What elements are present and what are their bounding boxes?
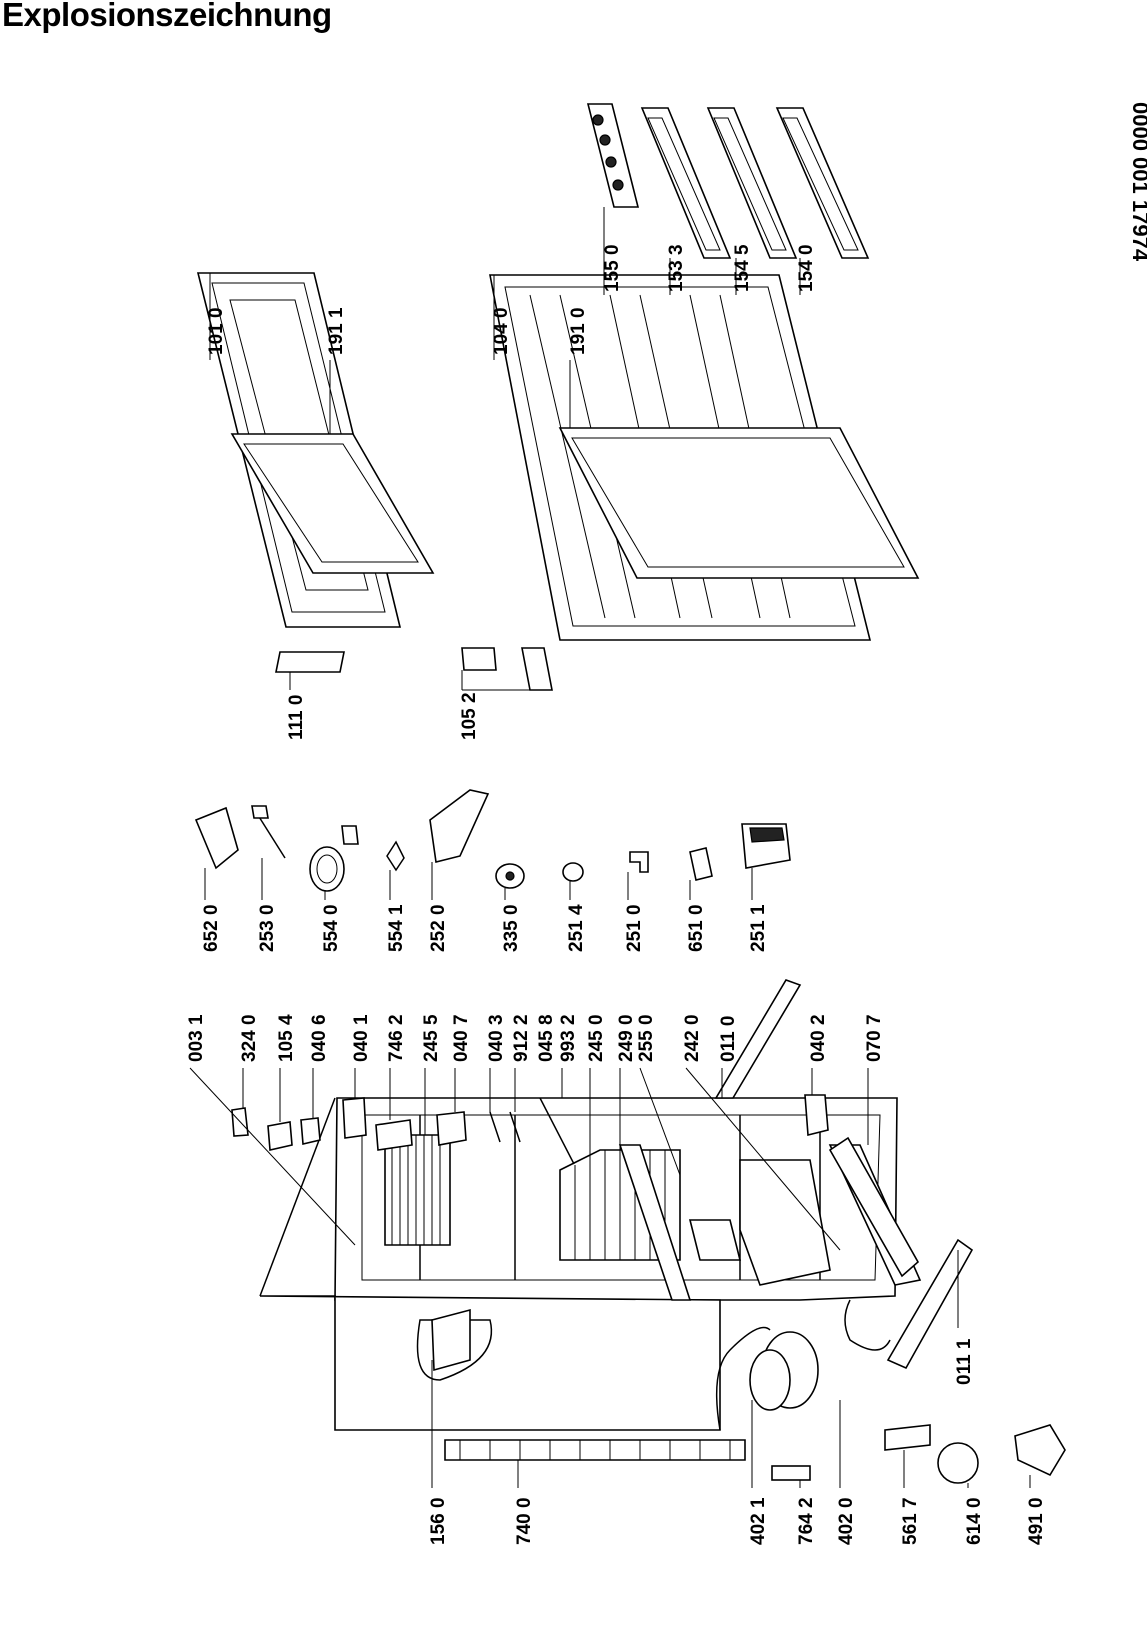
fridge-door-assembly — [489, 274, 920, 641]
part-label-1540: 154 0 — [796, 244, 817, 292]
part-label-7462: 746 2 — [386, 1014, 407, 1062]
part-label-5617: 561 7 — [900, 1497, 921, 1545]
cabinet-side-parts — [231, 979, 1066, 1484]
part-label-5541: 554 1 — [386, 904, 407, 952]
part-label-1054: 105 4 — [276, 1014, 297, 1062]
part-labels: 101 0 191 1 104 0 191 0 155 0 153 3 154 5 154 0… — [186, 244, 1047, 1545]
part-label-2455: 245 5 — [421, 1014, 442, 1062]
small-parts — [194, 789, 791, 892]
part-label-6520: 652 0 — [201, 904, 222, 952]
part-label-1040: 104 0 — [491, 307, 512, 355]
part-label-1533: 153 3 — [666, 244, 687, 292]
part-label-6510: 651 0 — [686, 904, 707, 952]
part-label-1910: 191 0 — [568, 307, 589, 355]
part-label-2511: 251 1 — [748, 904, 769, 952]
part-label-2514: 251 4 — [566, 904, 587, 952]
part-label-2490: 249 0 — [616, 1014, 637, 1062]
part-label-7642: 764 2 — [796, 1497, 817, 1545]
part-label-0458: 045 8 — [536, 1014, 557, 1062]
part-label-1550: 155 0 — [602, 244, 623, 292]
part-label-4910: 491 0 — [1026, 1497, 1047, 1545]
part-label-4021: 402 1 — [748, 1497, 769, 1545]
evaporator-hatching — [391, 1135, 441, 1245]
part-label-1911: 191 1 — [326, 307, 347, 355]
part-label-0403: 040 3 — [486, 1014, 507, 1062]
part-label-0031: 003 1 — [186, 1014, 207, 1062]
part-label-4020: 402 0 — [836, 1497, 857, 1545]
part-label-2420: 242 0 — [682, 1014, 703, 1062]
hinge-parts-top — [275, 647, 553, 691]
freezer-door-assembly — [196, 272, 435, 628]
door-shelves — [586, 103, 870, 259]
page-title: Explosionszeichnung — [2, 0, 332, 33]
part-label-2510: 251 0 — [624, 904, 645, 952]
part-label-2530: 253 0 — [257, 904, 278, 952]
part-label-1560: 156 0 — [428, 1497, 449, 1545]
part-label-3350: 335 0 — [501, 904, 522, 952]
part-label-0110: 011 0 — [718, 1016, 739, 1063]
part-label-0707: 070 7 — [864, 1014, 885, 1062]
part-label-2450: 245 0 — [586, 1014, 607, 1062]
part-label-1545: 154 5 — [732, 244, 753, 292]
part-label-0401: 040 1 — [351, 1014, 372, 1062]
part-label-3240: 324 0 — [239, 1014, 260, 1062]
part-label-2520: 252 0 — [428, 904, 449, 952]
part-label-0406: 040 6 — [309, 1014, 330, 1062]
part-label-7400: 740 0 — [514, 1497, 535, 1545]
part-label-6140: 614 0 — [964, 1497, 985, 1545]
part-label-0402: 040 2 — [808, 1014, 829, 1062]
part-label-2550: 255 0 — [636, 1014, 657, 1062]
refrigerator-cabinet — [259, 1097, 922, 1431]
part-label-9932: 993 2 — [558, 1014, 579, 1062]
leader-lines — [189, 207, 1031, 1488]
part-label-0407: 040 7 — [451, 1014, 472, 1062]
part-label-1110: 111 0 — [286, 695, 307, 740]
part-label-5540: 554 0 — [321, 904, 342, 952]
part-label-9122: 912 2 — [511, 1014, 532, 1062]
part-label-1010: 101 0 — [206, 307, 227, 355]
part-label-0111: 011 1 — [954, 1338, 975, 1385]
part-label-1052: 105 2 — [459, 692, 480, 740]
